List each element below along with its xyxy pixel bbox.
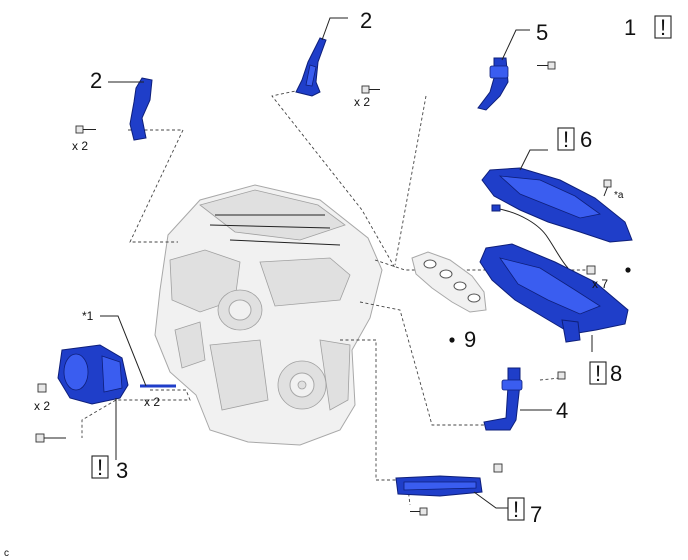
part-4-bypass-pipe: [483, 367, 523, 431]
nut-part-3: [37, 383, 47, 393]
warning-box-8: [589, 361, 607, 385]
engine-assembly: [154, 184, 383, 446]
leader-2-top: [321, 17, 348, 41]
bolt-part-3: [35, 433, 66, 443]
part-5-water-pipe: [477, 57, 509, 111]
callout-5: 5: [536, 20, 548, 45]
callout-2-top: 2: [360, 8, 372, 33]
part-2-top-bracket: [295, 37, 327, 97]
warning-mark-8: !: [595, 361, 601, 386]
callout-9: 9: [464, 327, 476, 352]
callout-1: 1: [624, 15, 636, 40]
corner-code: c: [4, 548, 9, 559]
callout-6: 6: [580, 127, 592, 152]
warning-mark-1: !: [660, 15, 666, 40]
qty-x2-compressor-bolt: x 2: [144, 395, 160, 409]
bolt-part-6: [603, 179, 612, 197]
bolt-part-5: [537, 61, 556, 70]
callout-4: 4: [556, 398, 568, 423]
warning-box-7: [507, 497, 525, 521]
part-3-compressor: [57, 344, 129, 405]
callout-3: 3: [116, 458, 128, 483]
part-2-left-hook-bracket: [129, 77, 153, 141]
nut-part-7: [493, 463, 503, 473]
sensor-connector: [491, 204, 501, 212]
pointer-dot-9: [449, 337, 455, 343]
leader-6: [519, 149, 548, 171]
leader-star1: [100, 315, 147, 387]
warning-mark-6: !: [563, 127, 569, 152]
pointer-dot-8: [625, 267, 631, 273]
warning-box-3: [91, 455, 109, 479]
warning-mark-3: !: [97, 455, 103, 480]
callout-8: 8: [610, 361, 622, 386]
part-6-manifold-heat-insulator: [481, 167, 633, 243]
nut-part-8: [586, 265, 596, 275]
warning-box-1: [654, 15, 672, 39]
bolt-part-2-top: [361, 85, 380, 94]
warning-mark-7: !: [513, 497, 519, 522]
leader-5: [501, 29, 530, 61]
part-8-exhaust-manifold: [479, 243, 629, 343]
part-7-engine-bracket: [395, 475, 483, 497]
bolt-part-7: [410, 507, 428, 516]
qty-x2-left: x 2: [72, 139, 88, 153]
bolt-part-4: [557, 371, 566, 380]
oxygen-sensor-wire: [493, 207, 569, 269]
callout-2-left: 2: [90, 68, 102, 93]
callout-7: 7: [530, 502, 542, 527]
qty-x2-compressor-nut: x 2: [34, 399, 50, 413]
annotation-stara: *a: [614, 190, 624, 201]
warning-box-6: [557, 127, 575, 151]
leader-7: [473, 491, 508, 509]
qty-x2-top: x 2: [354, 95, 370, 109]
qty-x7-manifold: x 7: [592, 277, 608, 291]
part-9-manifold-gasket: [411, 251, 487, 313]
bolt-part-2-left: [75, 125, 96, 134]
annotation-star1: *1: [82, 309, 94, 323]
